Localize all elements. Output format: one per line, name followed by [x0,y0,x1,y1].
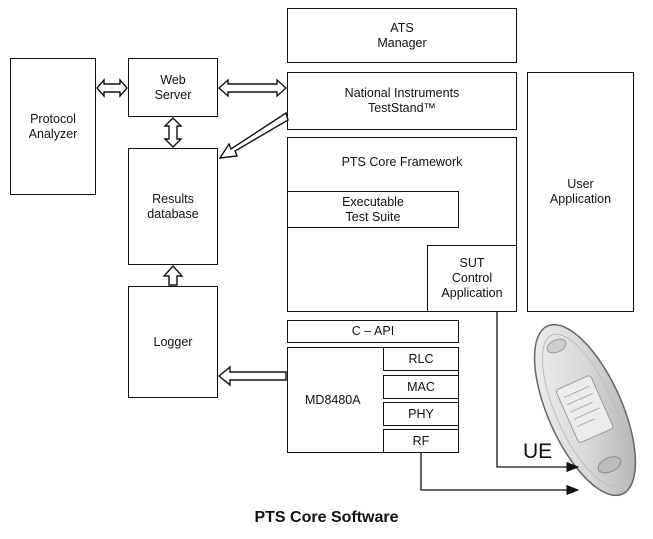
ats-manager-label: ATS Manager [377,20,427,50]
logger-box: Logger [128,286,218,398]
phy-label: PHY [408,406,434,421]
national-instruments-box: National Instruments TestStand™ [287,72,517,130]
rf-ue-connector [420,453,580,496]
sut-ue-connector [496,312,580,473]
web-server-label: Web Server [154,72,192,102]
national-instruments-label: National Instruments TestStand™ [344,86,460,115]
sut-control-application-label: SUT Control Application [441,256,503,300]
protocol-analyzer-label: Protocol Analyzer [28,111,78,141]
rlc-label: RLC [408,351,434,366]
webserver-database-arrow [163,117,183,148]
user-application-box: User Application [527,72,634,312]
mac-label: MAC [407,379,435,394]
pts-core-framework-label: PTS Core Framework [341,155,463,169]
user-application-label: User Application [549,177,612,206]
md8480a-logger-arrow [217,365,287,387]
results-database-label: Results database [147,191,199,221]
web-server-box: Web Server [128,58,218,117]
mac-box: MAC [383,375,459,399]
protocol-analyzer-box: Protocol Analyzer [10,58,96,195]
rf-label: RF [412,433,430,448]
analyzer-webserver-arrow [96,78,128,98]
webserver-teststand-arrow [217,78,288,98]
rf-box: RF [383,429,459,453]
results-database-box: Results database [128,148,218,265]
c-api-label: C – API [351,324,395,338]
sut-control-application-box: SUT Control Application [427,245,517,312]
executable-test-suite-label: Executable Test Suite [342,194,404,224]
phy-box: PHY [383,402,459,426]
diagram-caption: PTS Core Software [254,509,399,526]
rlc-box: RLC [383,347,459,371]
ats-manager-box: ATS Manager [287,8,517,63]
ue-label: UE [523,440,553,463]
executable-test-suite-box: Executable Test Suite [287,191,459,228]
logger-label: Logger [153,334,193,349]
logger-database-arrow [162,264,184,286]
md8480a-label: MD8480A [305,392,361,407]
ue-device-image [533,323,637,497]
c-api-box: C – API [287,320,459,343]
teststand-database-arrow [218,111,289,159]
